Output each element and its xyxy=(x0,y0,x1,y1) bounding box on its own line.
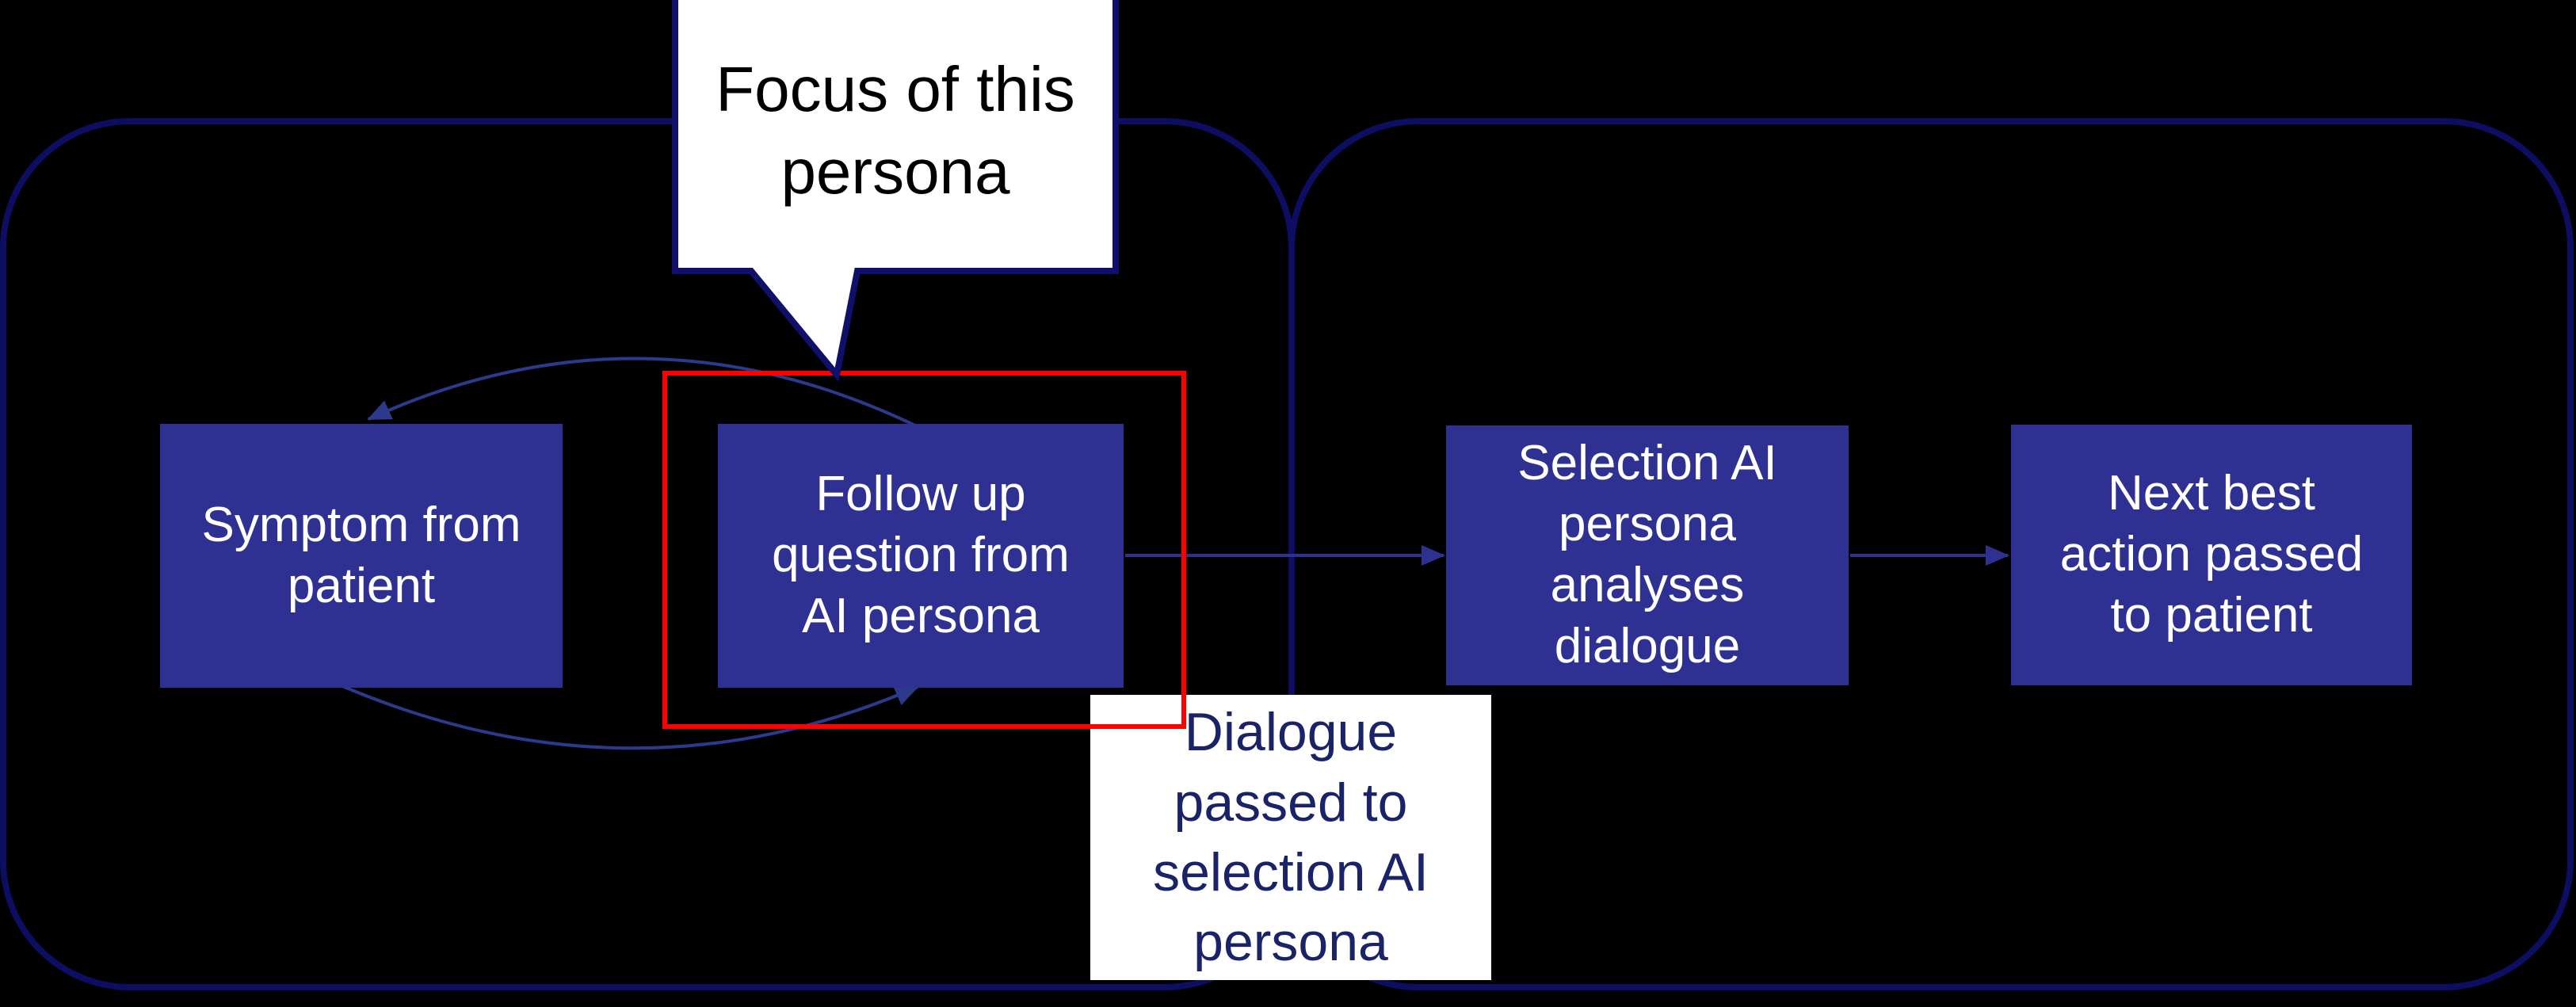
loop-arrow-to-symptom xyxy=(367,357,916,427)
node-selection-label: Selection AI persona analyses dialogue xyxy=(1517,436,1777,673)
node-nextbest-label: Next best action passed to patient xyxy=(2059,466,2364,643)
callout-text: Focus of this persona xyxy=(716,54,1075,207)
node-selection-ai-persona: Selection AI persona analyses dialogue xyxy=(1446,425,1849,685)
info-box-dialogue-passed: Dialogue passed to selection AI persona xyxy=(1090,695,1491,980)
node-symptom-label: Symptom from patient xyxy=(201,497,521,613)
node-followup-label: Follow up question from AI persona xyxy=(772,467,1070,643)
node-next-best-action: Next best action passed to patient xyxy=(2011,425,2412,685)
info-box-label: Dialogue passed to selection AI persona xyxy=(1153,702,1429,973)
callout-bubble xyxy=(672,0,1119,383)
loop-arrow-to-followup xyxy=(342,685,919,750)
focus-highlight-rectangle xyxy=(662,371,1186,729)
node-followup-question: Follow up question from AI persona xyxy=(718,424,1124,688)
node-symptom-from-patient: Symptom from patient xyxy=(160,424,563,688)
